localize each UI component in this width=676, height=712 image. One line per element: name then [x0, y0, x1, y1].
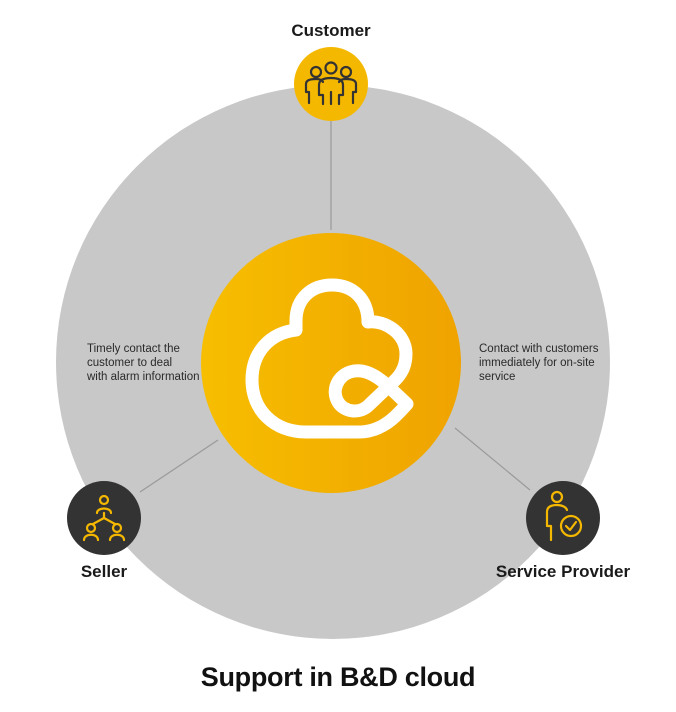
seller-description: Timely contact the customer to deal with… — [87, 342, 199, 384]
service-provider-description-line: Contact with customers — [479, 343, 599, 355]
hierarchy-network-icon — [82, 494, 126, 542]
connector-seller — [139, 439, 219, 493]
service-provider-node — [526, 481, 600, 555]
service-provider-description-line: immediately for on-site — [479, 357, 595, 369]
service-provider-description: Contact with customers immediately for o… — [479, 342, 599, 384]
service-provider-description-line: service — [479, 371, 516, 383]
seller-description-line: Timely contact the — [87, 343, 180, 355]
seller-description-line: customer to deal — [87, 357, 173, 369]
customer-label: Customer — [291, 21, 371, 40]
seller-label: Seller — [80, 562, 128, 581]
diagram-title: Support in B&D cloud — [200, 662, 476, 692]
connector-service-provider — [454, 427, 531, 491]
center-circle — [201, 233, 461, 493]
seller-description-line: with alarm information — [87, 371, 200, 383]
customer-node — [294, 47, 368, 121]
service-provider-label: Service Provider — [495, 562, 631, 581]
person-clock-icon — [545, 490, 583, 542]
bd-cloud-logo-icon — [245, 278, 414, 439]
people-group-icon — [304, 61, 358, 106]
